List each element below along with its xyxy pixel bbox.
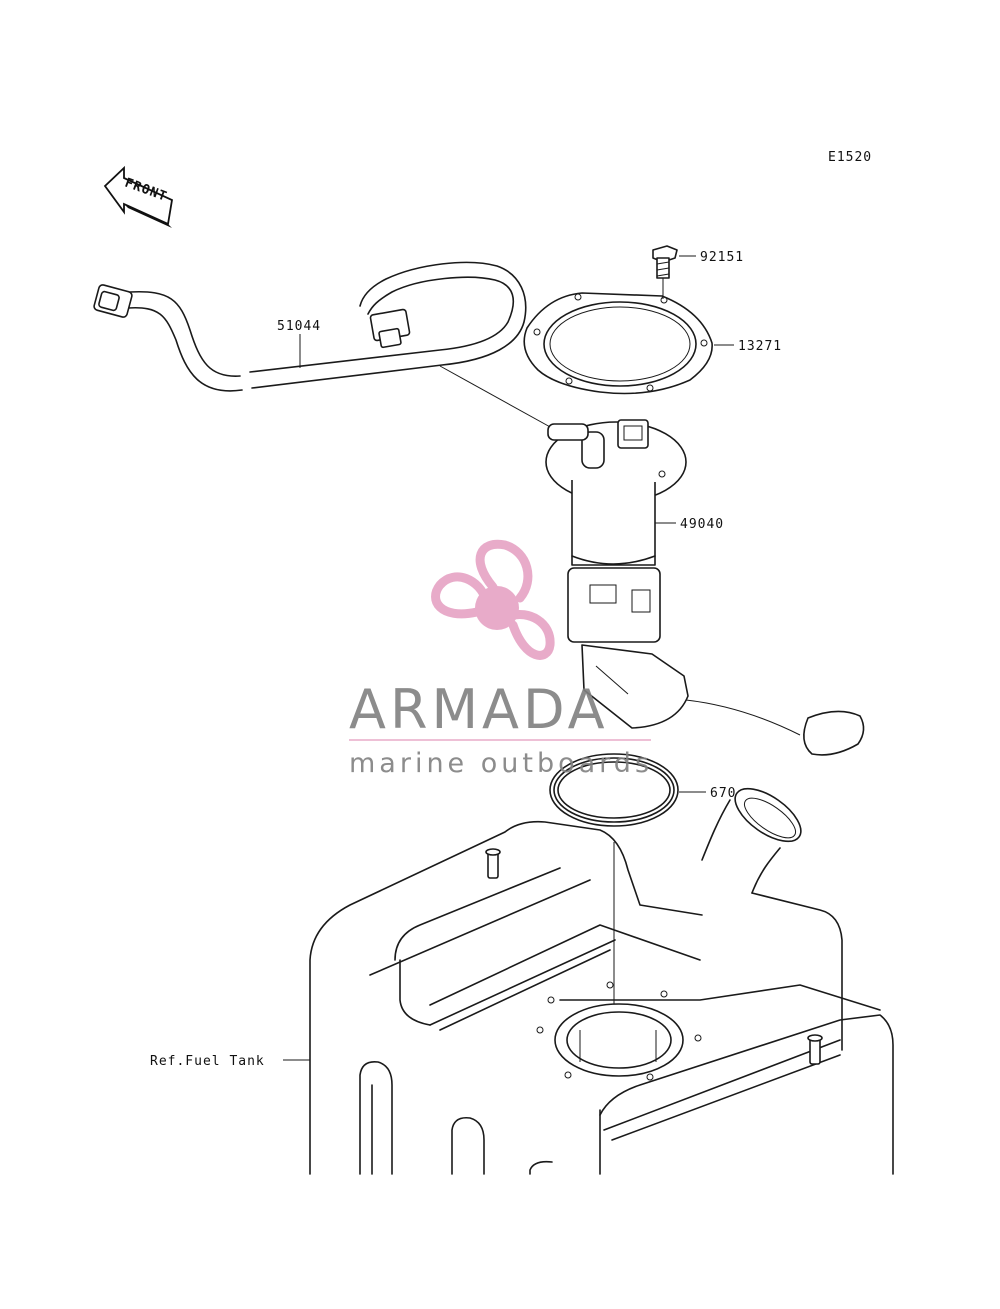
fuel-tank	[283, 787, 894, 1175]
label-92151: 92151	[700, 250, 744, 265]
hose-leader-line	[439, 365, 553, 429]
brand-name: ARMADA	[349, 678, 609, 741]
fuel-pump-49040	[545, 419, 865, 756]
label-51044: 51044	[277, 319, 321, 334]
gasket-670	[549, 753, 706, 1040]
label-49040: 49040	[680, 517, 724, 532]
armada-watermark: ARMADA marine outboards	[349, 539, 653, 779]
front-arrow-icon: FRONT	[103, 165, 174, 228]
plate-13271	[523, 278, 734, 395]
screw-92151	[652, 245, 696, 279]
propeller-logo-icon	[431, 539, 555, 660]
brand-tagline: marine outboards	[349, 748, 653, 779]
diagram-code: E1520	[828, 150, 872, 165]
label-13271: 13271	[738, 339, 782, 354]
label-ref-fuel-tank: Ref.Fuel Tank	[150, 1054, 265, 1069]
hose-51044	[93, 261, 527, 392]
label-670: 670	[710, 786, 736, 801]
